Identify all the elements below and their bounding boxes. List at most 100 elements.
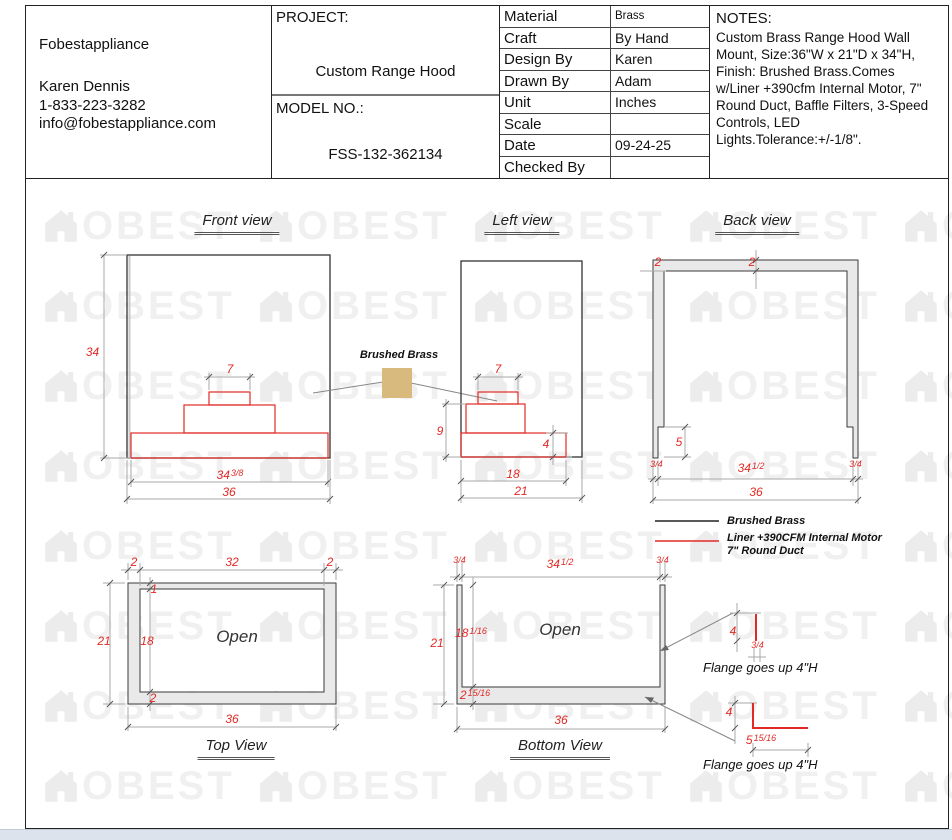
spec-label: Material <box>500 6 611 27</box>
dim-back-flange-left: 3/4 <box>650 459 663 469</box>
watermark: OBEST <box>255 605 450 647</box>
watermark: OBEST <box>255 365 450 407</box>
watermark: OBEST <box>900 525 952 567</box>
house-icon <box>905 770 937 802</box>
title-block-bottom-line <box>25 178 948 179</box>
dim-bottom-inner-width: 341/2 <box>546 557 574 571</box>
dim-back-topbar: 2 <box>748 255 756 269</box>
dim-left-duct: 7 <box>494 362 502 376</box>
spec-label: Drawn By <box>500 70 611 91</box>
spec-label: Craft <box>500 27 611 48</box>
back-view <box>640 250 863 504</box>
dim-detail1-width: 3/4 <box>751 640 764 650</box>
project-name: Custom Range Hood <box>315 63 456 80</box>
dim-left-depth: 21 <box>514 484 528 498</box>
house-icon <box>260 610 292 642</box>
back-view-title: Back view <box>715 212 799 235</box>
top-view <box>103 563 343 731</box>
dim-bottom-inner-depth: 181/16 <box>455 626 487 640</box>
spec-value: Karen <box>615 51 653 67</box>
house-icon <box>260 530 292 562</box>
left-view-title: Left view <box>484 212 560 235</box>
dim-back-width: 36 <box>749 485 763 499</box>
notes-block: NOTES: Custom Brass Range Hood Wall Moun… <box>710 6 947 178</box>
watermark: OBEST <box>255 285 450 327</box>
dim-top-depth: 21 <box>97 634 111 648</box>
house-icon <box>260 290 292 322</box>
model-number: FSS-132-362134 <box>328 146 443 163</box>
top-open-label: Open <box>216 627 258 646</box>
spec-label: Design By <box>500 49 611 70</box>
brass-callout-label: Brushed Brass <box>359 349 439 361</box>
watermark: OBEST <box>255 525 450 567</box>
watermark: OBEST <box>900 285 952 327</box>
house-icon <box>690 370 722 402</box>
dim-detail2-width: 515/16 <box>745 733 777 747</box>
house-icon <box>905 450 937 482</box>
spec-value: 09-24-25 <box>615 137 672 153</box>
watermark: OBEST <box>900 605 952 647</box>
watermark: OBEST <box>900 765 952 807</box>
watermark: OBEST <box>900 685 952 727</box>
spec-label: Scale <box>500 113 611 134</box>
dim-left-inner-depth: 18 <box>506 467 520 481</box>
watermark: OBEST <box>40 445 235 487</box>
model-label: MODEL NO.: <box>276 100 364 117</box>
dim-front-height: 34 <box>85 345 100 359</box>
watermark: OBEST <box>470 605 665 647</box>
dim-bottom-width: 36 <box>554 713 568 727</box>
watermark: OBEST <box>40 765 235 807</box>
dim-top-front-strip: 1 <box>150 582 158 596</box>
flange-detail-2 <box>728 696 812 757</box>
contact-name: Karen Dennis <box>39 78 130 95</box>
watermark: OBEST <box>900 365 952 407</box>
dim-front-duct: 7 <box>226 362 234 376</box>
watermark: OBEST <box>255 445 450 487</box>
watermark: OBEST <box>40 365 235 407</box>
top-view-title: Top View <box>197 737 275 760</box>
contact-block: Fobestappliance Karen Dennis 1-833-223-3… <box>26 6 272 178</box>
divider <box>272 94 499 96</box>
house-icon <box>45 370 77 402</box>
bottom-view <box>433 561 736 742</box>
house-icon <box>475 610 507 642</box>
dim-bottom-flange-right: 3/4 <box>656 555 669 565</box>
spec-label: Unit <box>500 92 611 113</box>
watermark: OBEST <box>900 205 952 247</box>
watermark: OBEST <box>470 205 665 247</box>
spec-value: By Hand <box>615 29 669 46</box>
watermark: OBEST <box>470 765 665 807</box>
notes-label: NOTES: <box>716 10 772 27</box>
house-icon <box>905 210 937 242</box>
house-icon <box>45 530 77 562</box>
left-view <box>442 260 586 503</box>
dim-detail2-height: 4 <box>725 705 733 719</box>
watermark: OBEST <box>470 445 665 487</box>
dim-back-notch: 5 <box>675 435 683 449</box>
house-icon <box>260 370 292 402</box>
legend-duct-label: 7" Round Duct <box>727 545 804 557</box>
dim-top-inner-depth: 18 <box>140 634 154 648</box>
dim-back-inner-width: 341/2 <box>737 461 765 475</box>
watermark: OBEST <box>685 525 880 567</box>
house-icon <box>475 770 507 802</box>
watermark: OBEST <box>685 205 880 247</box>
house-icon <box>690 290 722 322</box>
dim-bottom-flange-left: 3/4 <box>453 555 466 565</box>
house-icon <box>475 530 507 562</box>
house-icon <box>905 610 937 642</box>
spec-row: Scale <box>500 113 709 135</box>
dim-front-inner-width: 343/8 <box>216 468 244 482</box>
detail1-caption: Flange goes up 4"H <box>703 660 818 675</box>
dim-top-wall-right: 2 <box>326 555 334 569</box>
house-icon <box>905 370 937 402</box>
house-icon <box>45 690 77 722</box>
project-block: PROJECT: Custom Range Hood MODEL NO.: FS… <box>272 6 500 178</box>
house-icon <box>905 290 937 322</box>
